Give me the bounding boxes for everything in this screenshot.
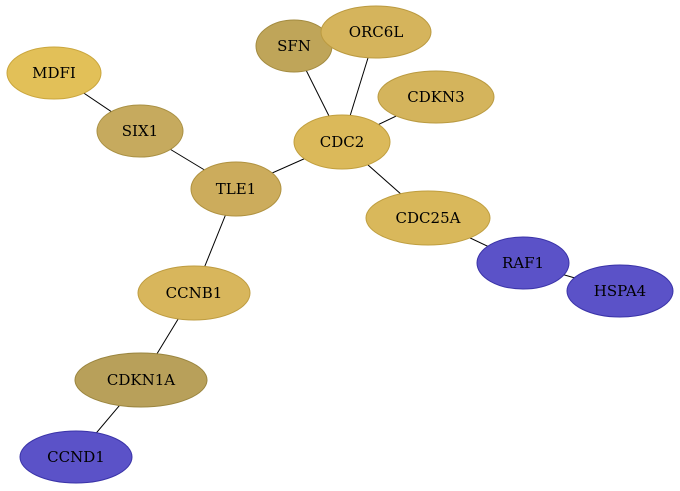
node-orc6l[interactable]: ORC6L: [320, 5, 432, 59]
node-hspa4[interactable]: HSPA4: [566, 264, 674, 318]
node-ccnb1[interactable]: CCNB1: [137, 265, 251, 321]
node-shape: [19, 430, 133, 484]
node-ccnd1[interactable]: CCND1: [19, 430, 133, 484]
node-mdfi[interactable]: MDFI: [6, 46, 102, 100]
node-six1[interactable]: SIX1: [96, 104, 184, 158]
node-label: TLE1: [216, 180, 256, 198]
node-label: CDC2: [320, 133, 365, 151]
node-raf1[interactable]: RAF1: [476, 236, 570, 290]
node-shape: [320, 5, 432, 59]
node-shape: [377, 70, 495, 124]
node-shape: [190, 161, 282, 217]
node-shape: [6, 46, 102, 100]
node-shape: [74, 352, 208, 408]
node-label: CCND1: [47, 448, 105, 466]
node-label: SFN: [277, 37, 311, 55]
node-cdkn1a[interactable]: CDKN1A: [74, 352, 208, 408]
node-tle1[interactable]: TLE1: [190, 161, 282, 217]
node-label: MDFI: [32, 64, 76, 82]
node-shape: [137, 265, 251, 321]
node-label: HSPA4: [594, 282, 646, 300]
node-shape: [365, 190, 491, 246]
node-cdc2[interactable]: CDC2: [293, 114, 391, 170]
node-label: RAF1: [502, 254, 544, 272]
node-label: CCNB1: [166, 284, 223, 302]
node-label: SIX1: [122, 122, 158, 140]
node-shape: [476, 236, 570, 290]
node-cdc25a[interactable]: CDC25A: [365, 190, 491, 246]
node-cdkn3[interactable]: CDKN3: [377, 70, 495, 124]
node-shape: [566, 264, 674, 318]
node-shape: [293, 114, 391, 170]
node-label: ORC6L: [349, 23, 404, 41]
node-sfn[interactable]: SFN: [255, 19, 333, 73]
node-label: CDKN1A: [107, 371, 175, 389]
node-label: CDC25A: [396, 209, 461, 227]
node-label: CDKN3: [407, 88, 464, 106]
node-shape: [96, 104, 184, 158]
